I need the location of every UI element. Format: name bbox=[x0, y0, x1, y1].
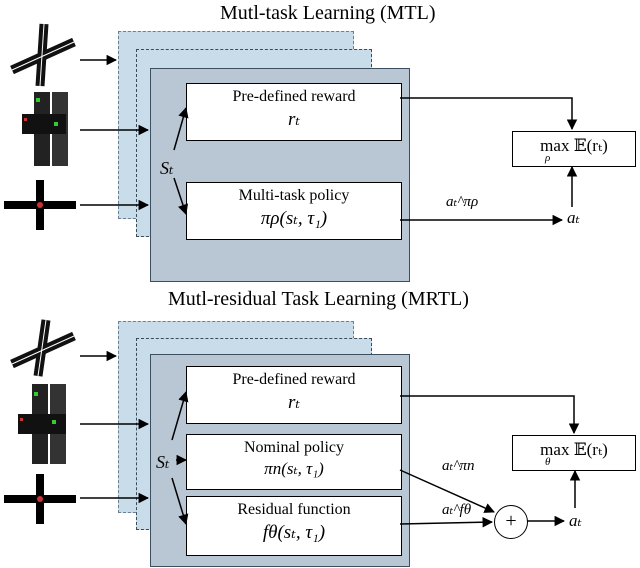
mrtl-nominal-symbol: πn(sₜ, τ₁) bbox=[264, 459, 324, 478]
road-cross-thumbnail-2 bbox=[4, 474, 76, 524]
mrtl-sum-node: + bbox=[494, 505, 528, 539]
mrtl-nominal-label: Nominal policy bbox=[244, 439, 344, 456]
mtl-policy-label: Multi-task policy bbox=[238, 187, 350, 204]
road-cross-thumbnail-1 bbox=[4, 180, 76, 230]
mtl-reward-box: Pre-defined reward rₜ bbox=[186, 83, 402, 141]
mtl-reward-to-objective-arrow bbox=[400, 97, 578, 131]
mrtl-residual-to-sum-arrow bbox=[399, 516, 494, 528]
mtl-reward-label: Pre-defined reward bbox=[232, 88, 356, 105]
road-parallel-thumbnail-1 bbox=[22, 92, 68, 166]
mrtl-reward-label: Pre-defined reward bbox=[232, 371, 356, 388]
mrtl-sum-symbol: + bbox=[505, 510, 517, 532]
mrtl-action-label: aₜ bbox=[569, 511, 582, 530]
mrtl-action-nominal-label: aₜ^πn bbox=[442, 458, 475, 474]
mrtl-state-label: Sₜ bbox=[156, 452, 170, 472]
mtl-reward-symbol: rₜ bbox=[287, 109, 301, 130]
mtl-state-to-reward-arrow bbox=[173, 106, 189, 151]
mrtl-reward-symbol: rₜ bbox=[287, 392, 301, 413]
mrtl-action-residual-label: aₜ^fθ bbox=[442, 502, 472, 518]
mtl-objective-box: max 𝔼(rₜ) ρ bbox=[512, 131, 636, 167]
mrtl-objective-subscript: θ bbox=[545, 456, 551, 468]
mrtl-nominal-box: Nominal policy πn(sₜ, τ₁) bbox=[186, 434, 402, 490]
mrtl-state-to-reward-arrow bbox=[171, 390, 189, 441]
mrtl-residual-box: Residual function fθ(sₜ, τ₁) bbox=[186, 496, 402, 556]
mrtl-reward-box: Pre-defined reward rₜ bbox=[186, 366, 402, 424]
mrtl-state-to-residual-arrow bbox=[171, 477, 189, 526]
road-x-thumbnail-2 bbox=[10, 319, 76, 377]
mrtl-objective-box: max 𝔼(rₜ) θ bbox=[512, 435, 636, 471]
mrtl-residual-symbol: fθ(sₜ, τ₁) bbox=[262, 522, 326, 543]
mtl-action-label: aₜ bbox=[567, 208, 580, 227]
mrtl-reward-to-objective-arrow bbox=[400, 395, 580, 435]
mrtl-residual-label: Residual function bbox=[237, 501, 351, 518]
road-x-thumbnail-1 bbox=[10, 23, 76, 87]
mrtl-title: Mutl-residual Task Learning (MRTL) bbox=[168, 288, 469, 310]
mtl-state-to-policy-arrow bbox=[173, 177, 188, 215]
mtl-action-policy-label: aₜ^πρ bbox=[446, 194, 479, 210]
road-parallel-thumbnail-2 bbox=[18, 384, 66, 464]
mtl-title: Mutl-task Learning (MTL) bbox=[220, 2, 436, 24]
mtl-objective-text: max 𝔼(rₜ) bbox=[540, 136, 608, 155]
mtl-objective-subscript: ρ bbox=[545, 152, 551, 164]
mtl-policy-symbol: πρ(sₜ, τ₁) bbox=[260, 208, 328, 229]
mrtl-objective-text: max 𝔼(rₜ) bbox=[540, 440, 608, 459]
mtl-state-label: Sₜ bbox=[160, 158, 174, 178]
mrtl-nominal-to-sum-arrow bbox=[399, 469, 495, 513]
